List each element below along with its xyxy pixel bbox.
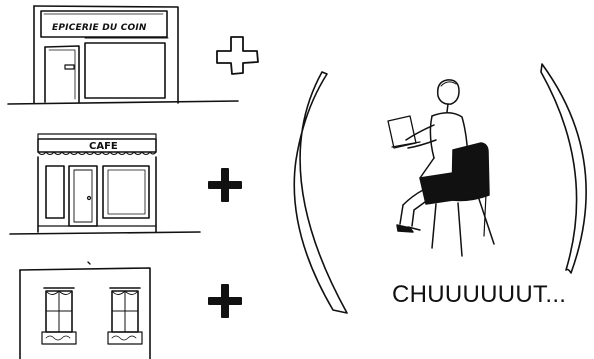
plus-outline-icon [217,37,258,74]
cafe-sign-text: CAFE [89,141,118,152]
hush-caption: CHUUUUUUT... [392,283,566,307]
right-parenthesis-icon [541,64,586,273]
grocery-shop-drawing [8,6,238,104]
person-with-laptop-drawing [388,80,494,256]
plus-solid-icon [208,284,242,318]
left-parenthesis-icon [294,72,347,313]
plus-solid-icon [208,168,242,202]
grocery-sign-text: EPICERIE DU COIN [52,23,147,33]
apartment-building-drawing [20,262,150,359]
